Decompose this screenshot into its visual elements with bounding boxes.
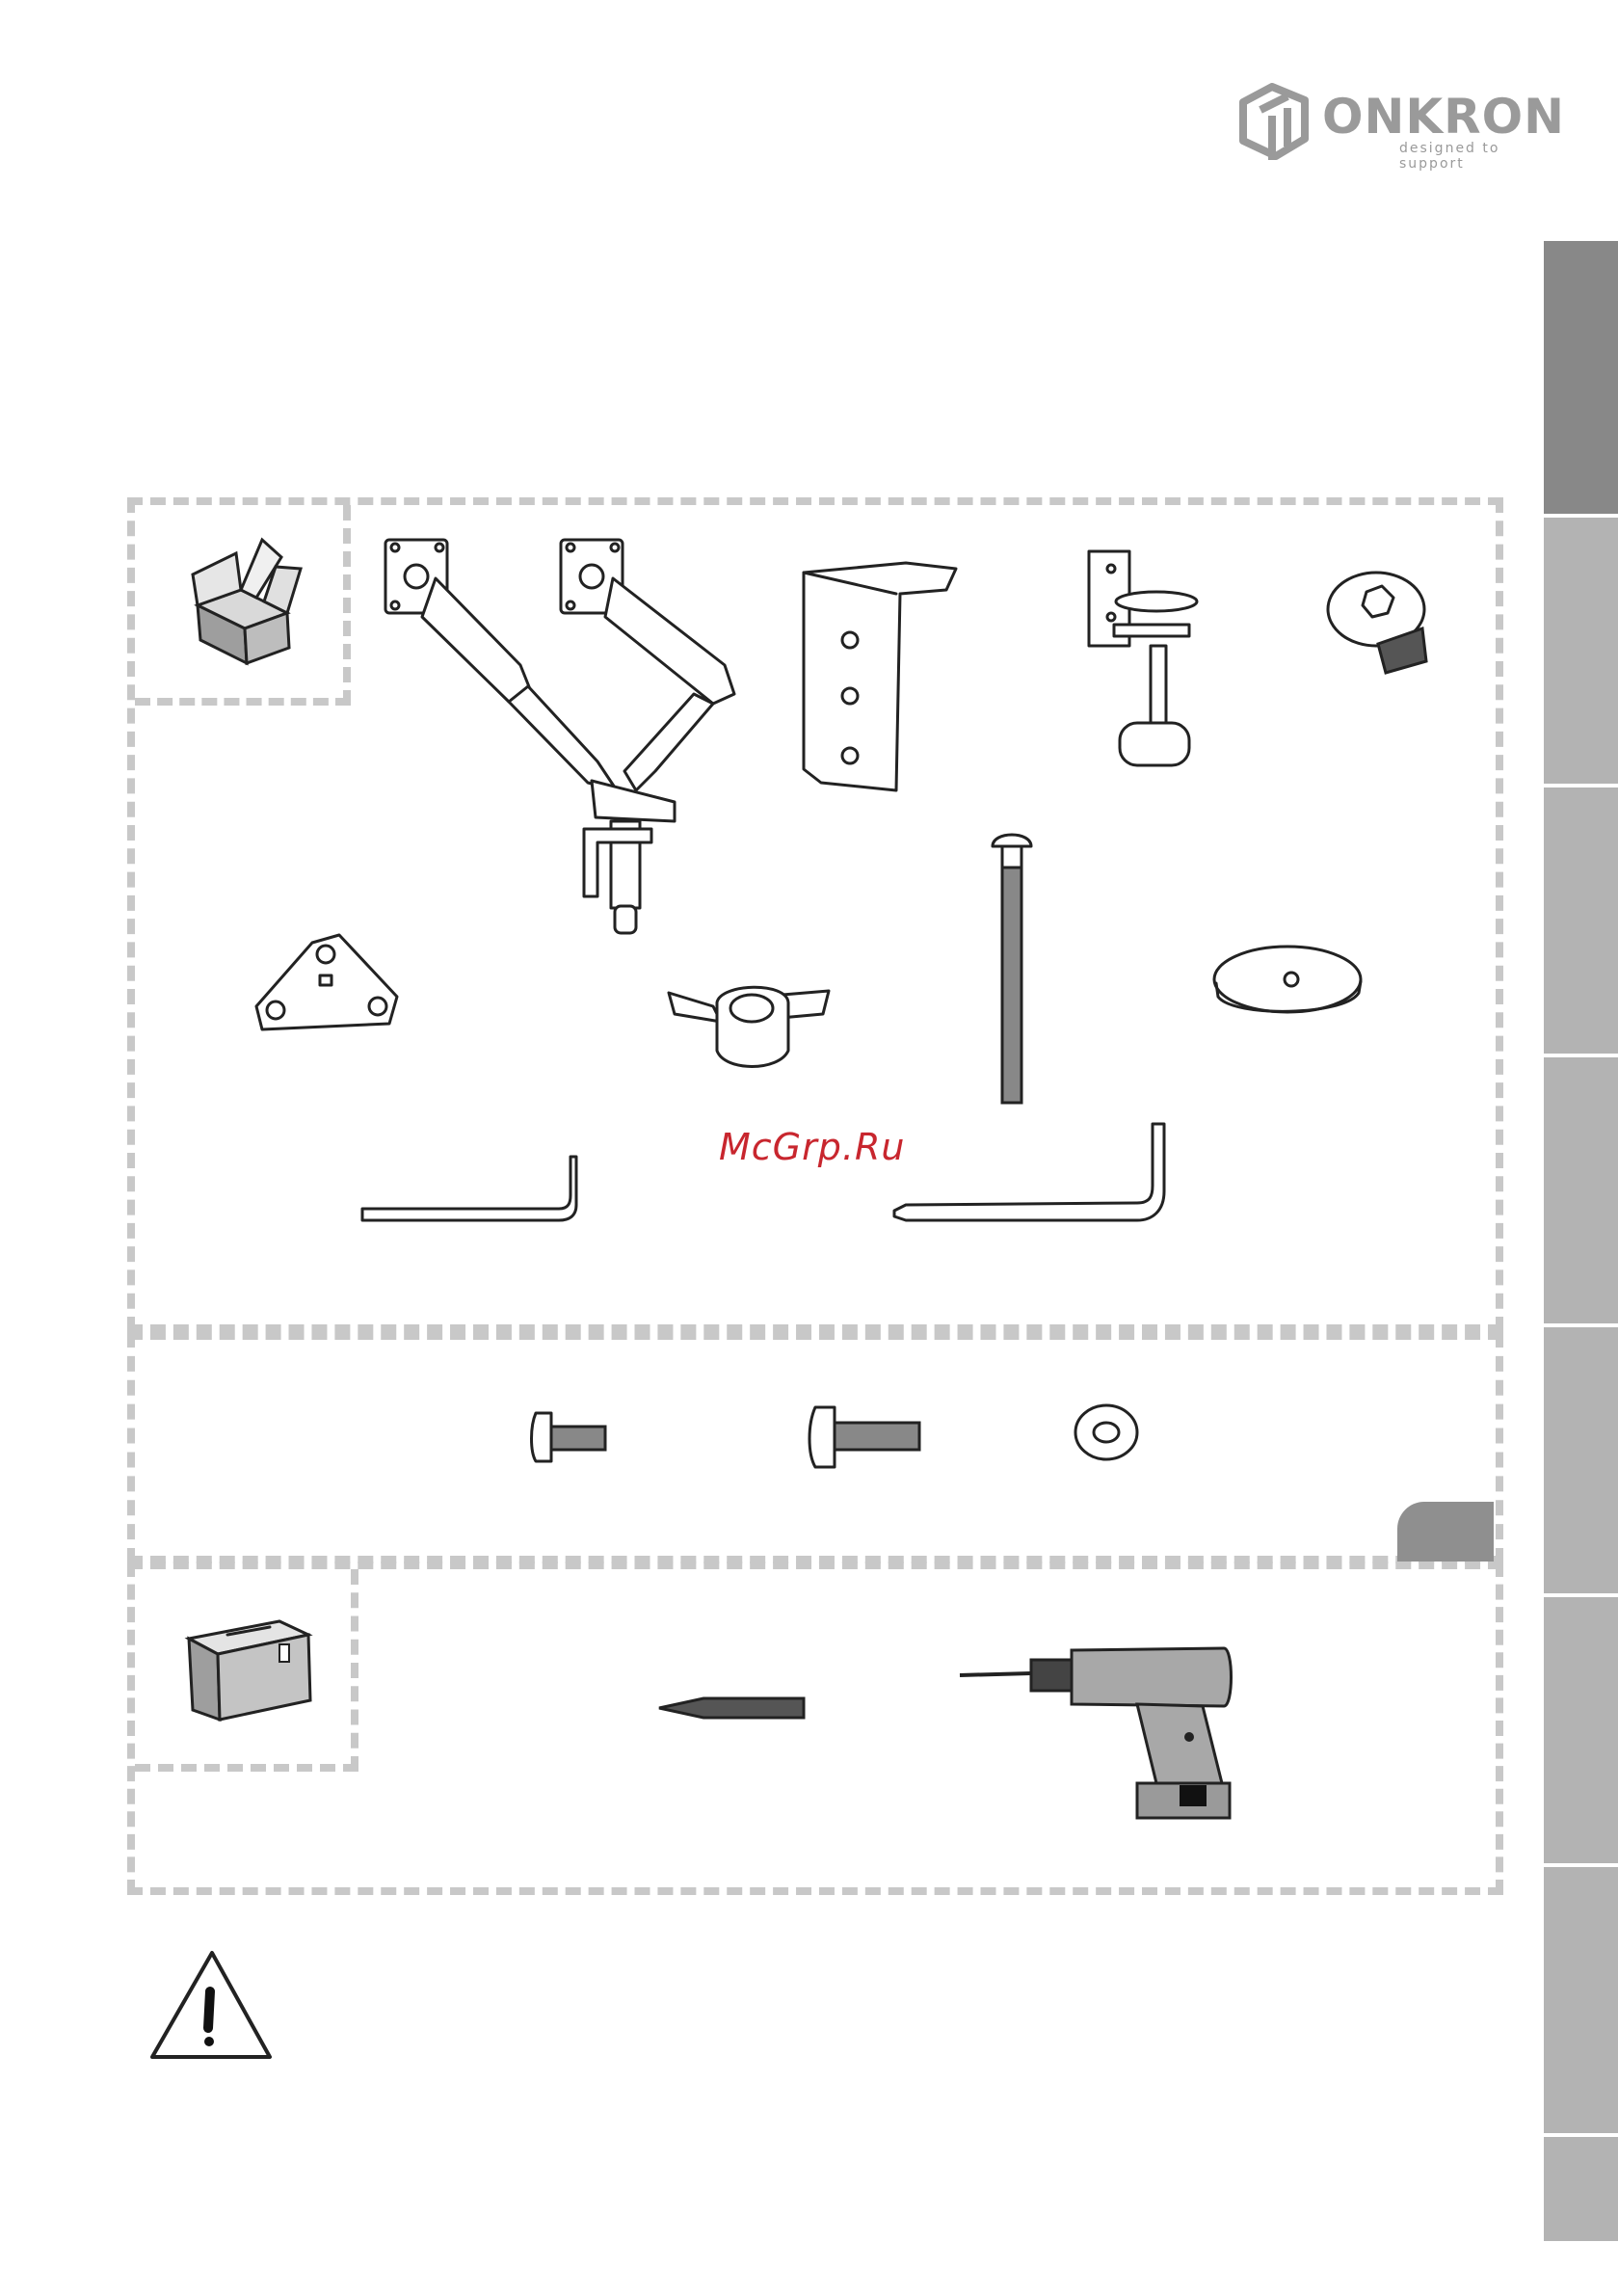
desk-clamp-icon (1089, 551, 1197, 765)
countersunk-bolt-icon (1328, 573, 1426, 673)
large-allen-key-icon (894, 1124, 1164, 1220)
small-screw-icon (532, 1413, 606, 1461)
carriage-bolt-icon (993, 835, 1031, 1103)
small-allen-key-icon (362, 1157, 576, 1220)
triangle-plate-icon (256, 935, 397, 1029)
open-box-icon (193, 540, 301, 663)
power-drill-icon (960, 1648, 1232, 1818)
wing-nut-icon (669, 987, 829, 1066)
drill-bit-icon (659, 1698, 804, 1718)
round-plate-icon (1214, 947, 1361, 1012)
toolbox-icon (189, 1621, 310, 1720)
warning-triangle-icon (152, 1953, 270, 2057)
dual-monitor-arm-icon (385, 540, 734, 933)
washer-icon (1075, 1405, 1137, 1459)
long-screw-icon (809, 1407, 919, 1467)
l-bracket-icon (804, 563, 956, 790)
watermark-text: McGrp.Ru (719, 1126, 905, 1168)
